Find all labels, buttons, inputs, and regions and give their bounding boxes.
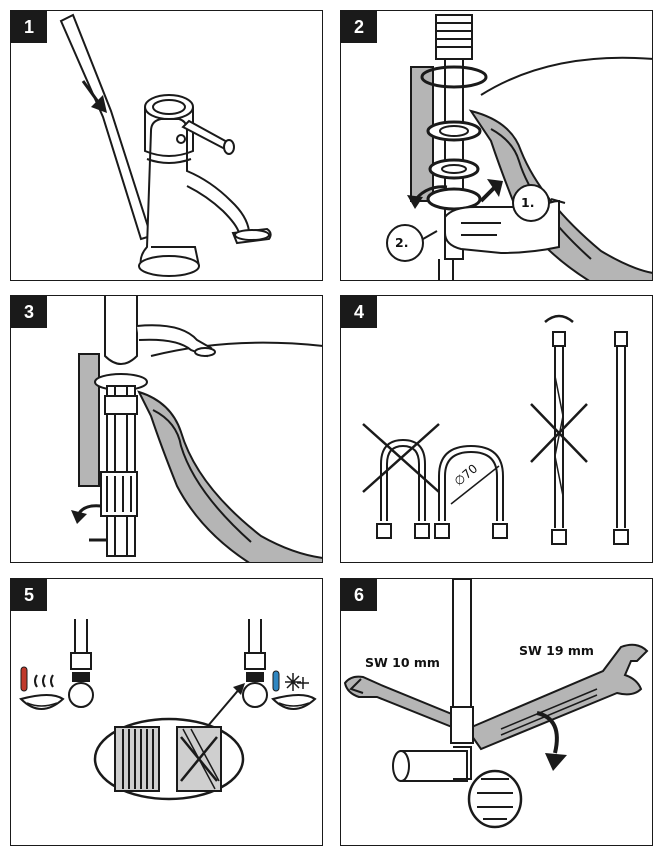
callout-1: 1. — [521, 195, 535, 210]
cross-icon — [180, 736, 218, 782]
hose-bending-illustration — [362, 314, 629, 545]
step-panel-1: 1 — [10, 10, 323, 281]
step-number: 4 — [341, 296, 377, 328]
step-panel-6: 6 SW 10 mm SW 19 mm — [340, 578, 653, 846]
cold-water-icon — [271, 670, 317, 710]
step-panel-5: 5 — [10, 578, 323, 846]
rotate-arrow-icon — [536, 711, 559, 754]
step-number: 5 — [11, 579, 47, 611]
step-number: 3 — [11, 296, 47, 328]
wrench-tightening-illustration — [343, 579, 649, 829]
cross-icon — [530, 403, 588, 463]
step-panel-4: 4 ∅70 — [340, 295, 653, 563]
hot-water-icon — [19, 666, 65, 710]
wrench-size-small: SW 10 mm — [365, 655, 440, 670]
step-panel-3: 3 — [10, 295, 323, 563]
cross-icon — [362, 423, 440, 493]
rotate-arrow-icon — [544, 314, 574, 323]
wrench-size-large: SW 19 mm — [519, 643, 594, 658]
mounting-illustration — [386, 14, 652, 280]
step-number: 2 — [341, 11, 377, 43]
tighten-nut-illustration — [71, 296, 322, 562]
step-number: 1 — [11, 11, 47, 43]
hot-cold-connection-illustration — [19, 619, 317, 801]
callout-2: 2. — [395, 235, 409, 250]
step-panel-2: 2 — [340, 10, 653, 281]
faucet-illustration — [59, 13, 272, 277]
step-number: 6 — [341, 579, 377, 611]
